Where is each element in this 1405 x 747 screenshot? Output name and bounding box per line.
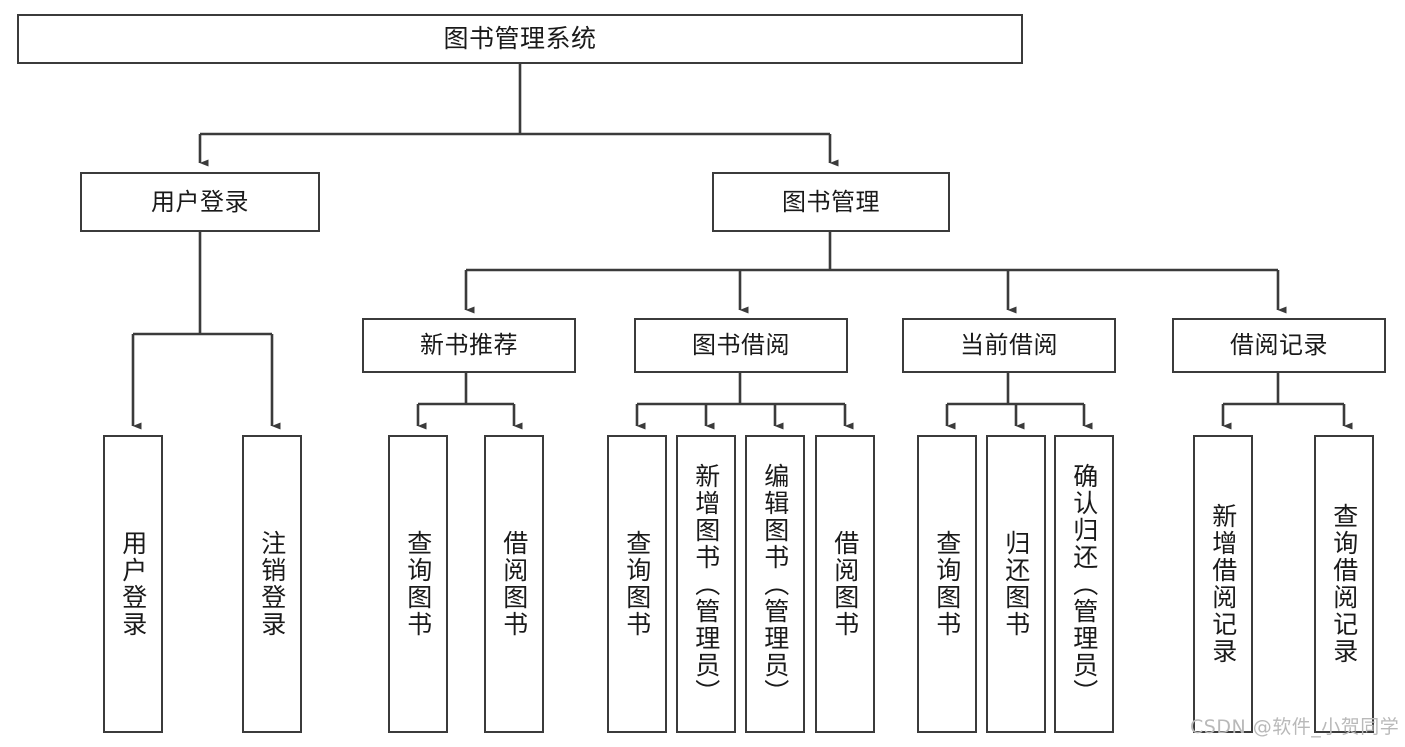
node-leaf-user-login[interactable]: 用户登录 — [103, 435, 163, 733]
node-label: 查询图书 — [932, 530, 962, 638]
node-leaf-return-book[interactable]: 归还图书 — [986, 435, 1046, 733]
node-leaf-add-book-admin[interactable]: 新增图书（管理员） — [676, 435, 736, 733]
node-label: 新增借阅记录 — [1208, 503, 1238, 665]
node-label: 查询图书 — [622, 530, 652, 638]
node-label: 借阅记录 — [1230, 331, 1328, 360]
node-label: 当前借阅 — [960, 331, 1058, 360]
node-new-book-recommend[interactable]: 新书推荐 — [362, 318, 576, 373]
node-label: 借阅图书 — [499, 530, 529, 638]
node-leaf-query-book-current[interactable]: 查询图书 — [917, 435, 977, 733]
node-leaf-borrow-book-recommend[interactable]: 借阅图书 — [484, 435, 544, 733]
node-label: 用户登录 — [118, 530, 148, 638]
node-book-management[interactable]: 图书管理 — [712, 172, 950, 232]
node-label: 查询图书 — [403, 530, 433, 638]
node-borrow-record[interactable]: 借阅记录 — [1172, 318, 1386, 373]
node-leaf-query-borrow-record[interactable]: 查询借阅记录 — [1314, 435, 1374, 733]
node-label: 图书管理系统 — [443, 24, 597, 54]
node-root-system[interactable]: 图书管理系统 — [17, 14, 1023, 64]
node-user-login[interactable]: 用户登录 — [80, 172, 320, 232]
node-label: 归还图书 — [1001, 530, 1031, 638]
node-label: 新书推荐 — [420, 331, 518, 360]
node-leaf-query-book-recommend[interactable]: 查询图书 — [388, 435, 448, 733]
node-label: 注销登录 — [257, 530, 287, 638]
node-leaf-confirm-return-admin[interactable]: 确认归还（管理员） — [1054, 435, 1114, 733]
node-leaf-query-book-borrow[interactable]: 查询图书 — [607, 435, 667, 733]
node-book-borrow[interactable]: 图书借阅 — [634, 318, 848, 373]
node-label: 借阅图书 — [830, 530, 860, 638]
node-leaf-logout[interactable]: 注销登录 — [242, 435, 302, 733]
csdn-watermark: CSDN @软件_小贺同学 — [1190, 716, 1400, 738]
node-label: 图书管理 — [782, 187, 880, 216]
node-leaf-edit-book-admin[interactable]: 编辑图书（管理员） — [745, 435, 805, 733]
node-label: 编辑图书（管理员） — [760, 462, 790, 706]
node-label: 新增图书（管理员） — [691, 462, 721, 706]
node-label: 查询借阅记录 — [1329, 503, 1359, 665]
node-current-borrow[interactable]: 当前借阅 — [902, 318, 1116, 373]
node-leaf-borrow-book[interactable]: 借阅图书 — [815, 435, 875, 733]
node-label: 确认归还（管理员） — [1069, 462, 1099, 706]
node-label: 用户登录 — [151, 187, 249, 216]
node-label: 图书借阅 — [692, 331, 790, 360]
node-leaf-add-borrow-record[interactable]: 新增借阅记录 — [1193, 435, 1253, 733]
